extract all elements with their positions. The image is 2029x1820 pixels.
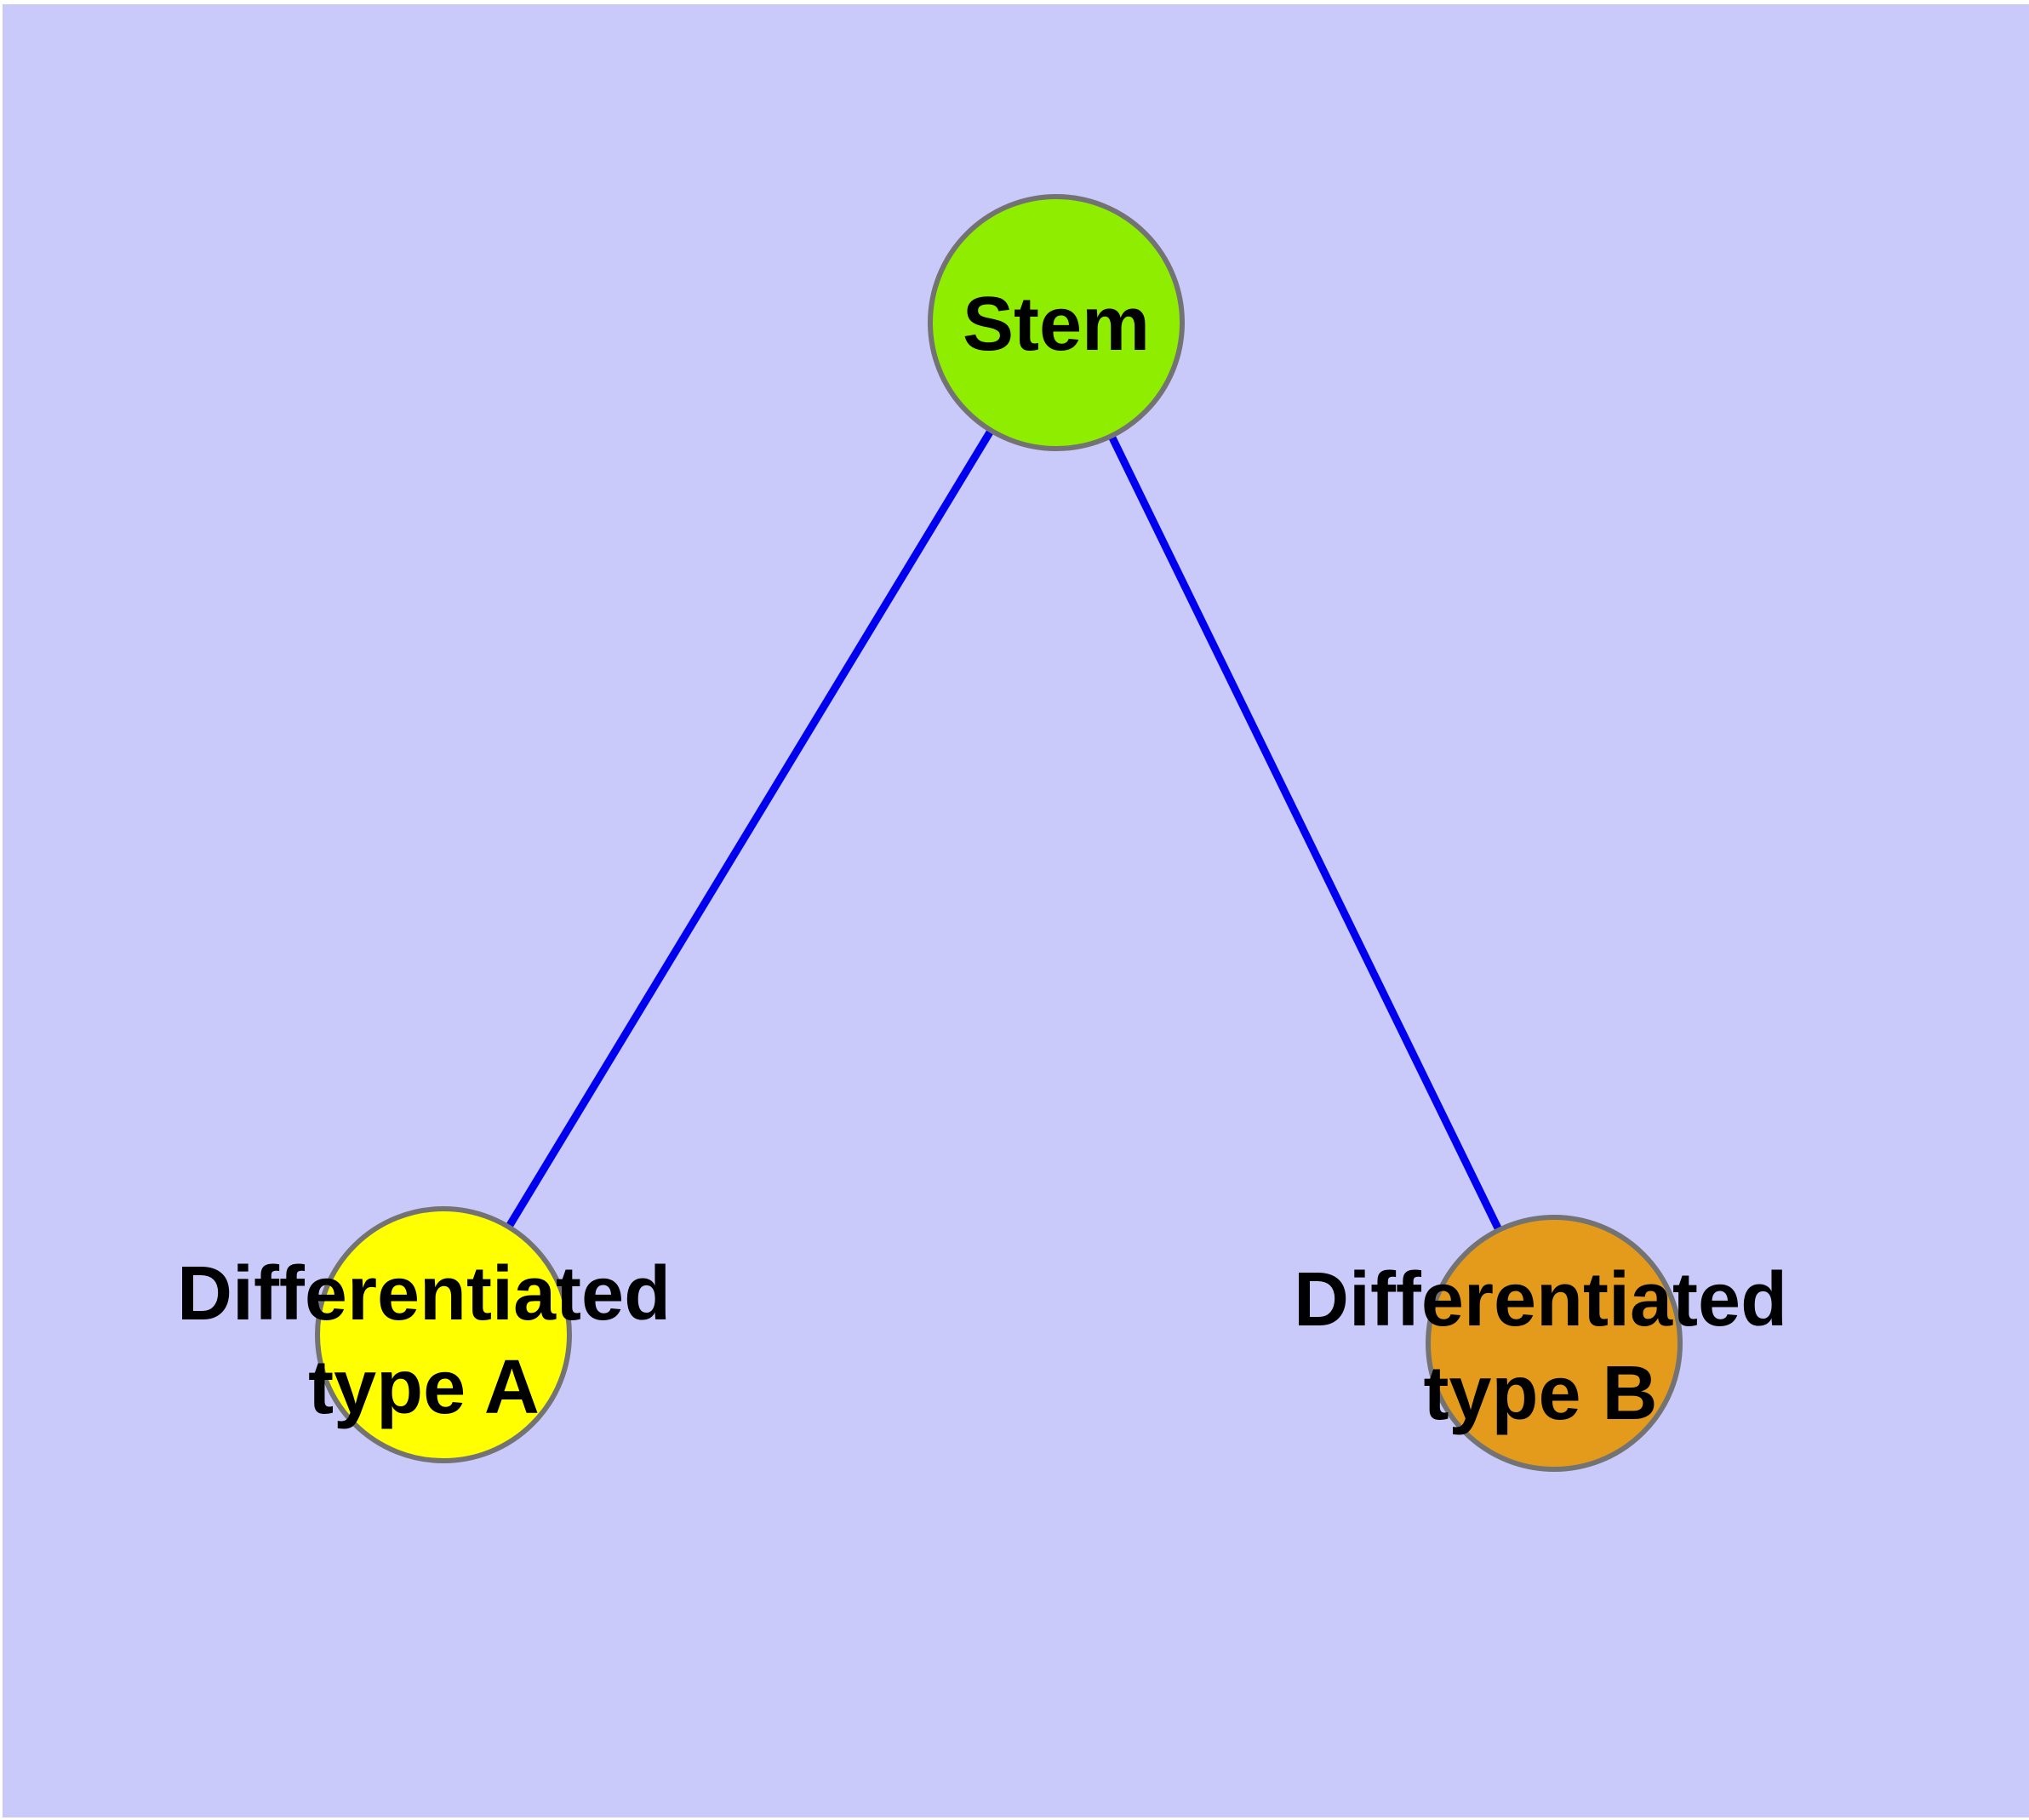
edge-stem-to-type-b — [1052, 321, 1558, 1345]
node-differentiated-type-a — [315, 1206, 572, 1463]
graph-canvas: Stem Differentiated type A Differentiate… — [3, 4, 2029, 1817]
edge-stem-to-type-a — [440, 320, 1060, 1337]
node-differentiated-type-a-label: Differentiated type A — [176, 1251, 672, 1430]
node-stem-label: Stem — [962, 282, 1151, 367]
node-differentiated-type-b — [1426, 1215, 1683, 1472]
node-stem — [928, 194, 1185, 451]
edges-layer — [440, 320, 1558, 1345]
node-differentiated-type-b-label: Differentiated type B — [1293, 1257, 1788, 1436]
